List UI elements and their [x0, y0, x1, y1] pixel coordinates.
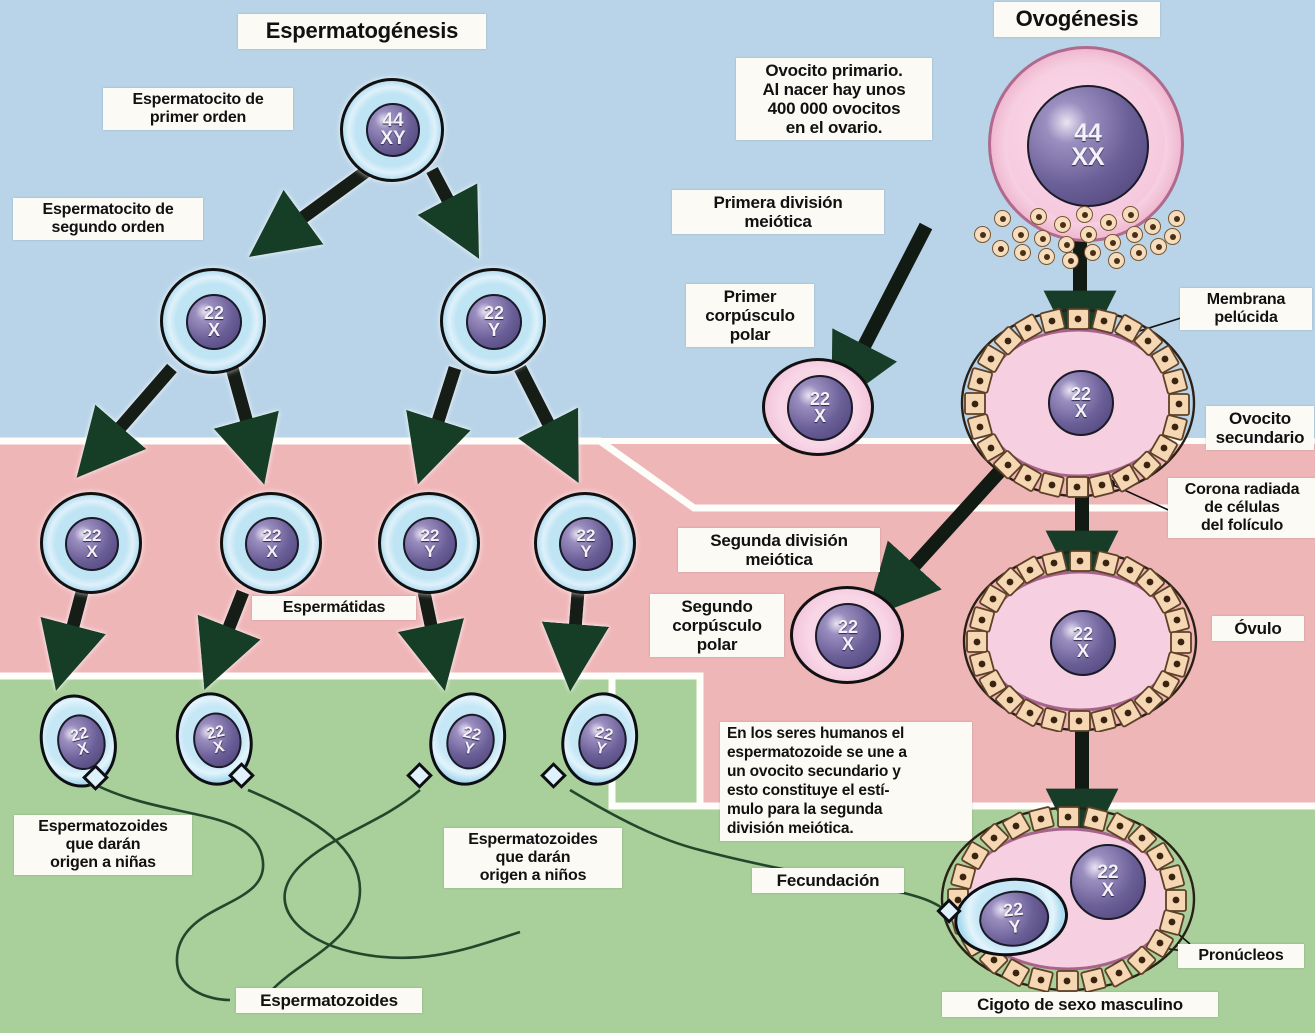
- label-second-meiotic-division: Segunda división meiótica: [678, 528, 880, 573]
- karyotype-sex: X: [266, 542, 278, 561]
- cell-spermatid-3: 22 Y: [378, 492, 480, 594]
- karyotype-n: 22: [203, 302, 225, 323]
- karyotype-n: 22: [1072, 623, 1094, 644]
- cell-secondary-spermatocyte-2: 22 Y: [440, 268, 546, 374]
- karyotype-sex: Y: [580, 542, 592, 561]
- label-male-zygote: Cigoto de sexo masculino: [942, 992, 1218, 1018]
- karyotype-sex: X: [1101, 880, 1115, 901]
- label-zona-pellucida: Membrana pelúcida: [1180, 288, 1312, 330]
- karyotype-sex: Y: [1008, 916, 1023, 938]
- karyotype-sex: X: [1076, 641, 1089, 661]
- label-pronuclei: Pronúcleos: [1178, 944, 1304, 968]
- karyotype-n: 22: [1097, 861, 1119, 883]
- karyotype-sex: X: [86, 542, 98, 561]
- karyotype-sex: X: [1074, 401, 1087, 421]
- cell-spermatid-2: 22 X: [220, 492, 322, 594]
- label-secondary-oocyte: Ovocito secundario: [1206, 406, 1314, 451]
- karyotype-n: 22: [809, 388, 831, 409]
- karyotype-n: 22: [576, 525, 596, 545]
- pronucleus-female: 22 X: [1070, 844, 1146, 920]
- cell-spermatozoon-1: 22 X: [29, 686, 127, 796]
- cell-spermatid-4: 22 Y: [534, 492, 636, 594]
- karyotype-n: 22: [262, 525, 282, 545]
- karyotype-n: 22: [420, 525, 440, 545]
- page-title-oogenesis: Ovogénesis: [994, 2, 1160, 37]
- page-title-spermatogenesis: Espermatogénesis: [238, 14, 486, 49]
- label-fertilization-note: En los seres humanos el espermatozoide s…: [720, 722, 972, 842]
- label-secondary-spermatocyte: Espermatocito de segundo orden: [13, 198, 203, 240]
- cell-spermatozoon-3: 22 Y: [421, 685, 515, 793]
- label-first-meiotic-division: Primera división meiótica: [672, 190, 884, 235]
- label-second-polar-body: Segundo corpúsculo polar: [650, 594, 784, 658]
- label-fertilization: Fecundación: [752, 868, 904, 894]
- cell-secondary-oocyte: 22 X: [960, 308, 1196, 498]
- cell-primary-oocyte: 44 XX: [988, 46, 1184, 242]
- karyotype-sex: X: [207, 320, 220, 340]
- karyotype-sex: XY: [380, 128, 406, 149]
- karyotype-sex: Y: [424, 542, 436, 561]
- meiosis-arrows: [40, 164, 610, 692]
- label-ovum: Óvulo: [1212, 616, 1304, 642]
- karyotype-n: 44: [382, 109, 404, 131]
- karyotype-sex: X: [813, 406, 826, 426]
- cell-spermatozoon-4: 22 Y: [553, 685, 647, 793]
- label-first-polar-body: Primer corpúsculo polar: [686, 284, 814, 348]
- karyotype-sex: X: [841, 634, 854, 654]
- label-spermatozoa: Espermatozoides: [236, 988, 422, 1014]
- label-primary-oocyte: Ovocito primario. Al nacer hay unos 400 …: [736, 58, 932, 141]
- corona-radiata-cells: [964, 308, 1190, 498]
- karyotype-n: 44: [1074, 119, 1102, 148]
- label-spermatids: Espermátidas: [252, 596, 416, 620]
- spermatozoon-4-neck: [540, 762, 567, 789]
- cell-male-zygote: 22 X 22 Y: [936, 806, 1196, 992]
- karyotype-n: 22: [1070, 383, 1092, 404]
- label-sperm-boys: Espermatozoides que darán origen a niños: [444, 828, 622, 888]
- label-sperm-girls: Espermatozoides que darán origen a niñas: [14, 815, 192, 875]
- karyotype-sex: XX: [1071, 143, 1105, 171]
- karyotype-sex: X: [211, 738, 226, 758]
- karyotype-n: 22: [837, 616, 859, 637]
- spermatozoon-3-neck: [406, 762, 433, 789]
- cell-primary-spermatocyte: 44 XY: [340, 78, 444, 182]
- label-primary-spermatocyte: Espermatocito de primer orden: [103, 88, 293, 130]
- cell-spermatid-1: 22 X: [40, 492, 142, 594]
- cell-secondary-spermatocyte-1: 22 X: [160, 268, 266, 374]
- karyotype-sex: Y: [487, 320, 500, 340]
- karyotype-sex: X: [75, 739, 91, 760]
- label-corona-radiata: Corona radiada de células del folículo: [1168, 478, 1315, 538]
- cell-ovum: 22 X: [962, 550, 1198, 732]
- karyotype-n: 22: [483, 302, 505, 323]
- cell-first-polar-body: 22 X: [762, 358, 874, 456]
- karyotype-n: 22: [82, 525, 102, 545]
- follicle-cell-cluster: [968, 196, 1190, 269]
- cell-second-polar-body: 22 X: [790, 586, 904, 684]
